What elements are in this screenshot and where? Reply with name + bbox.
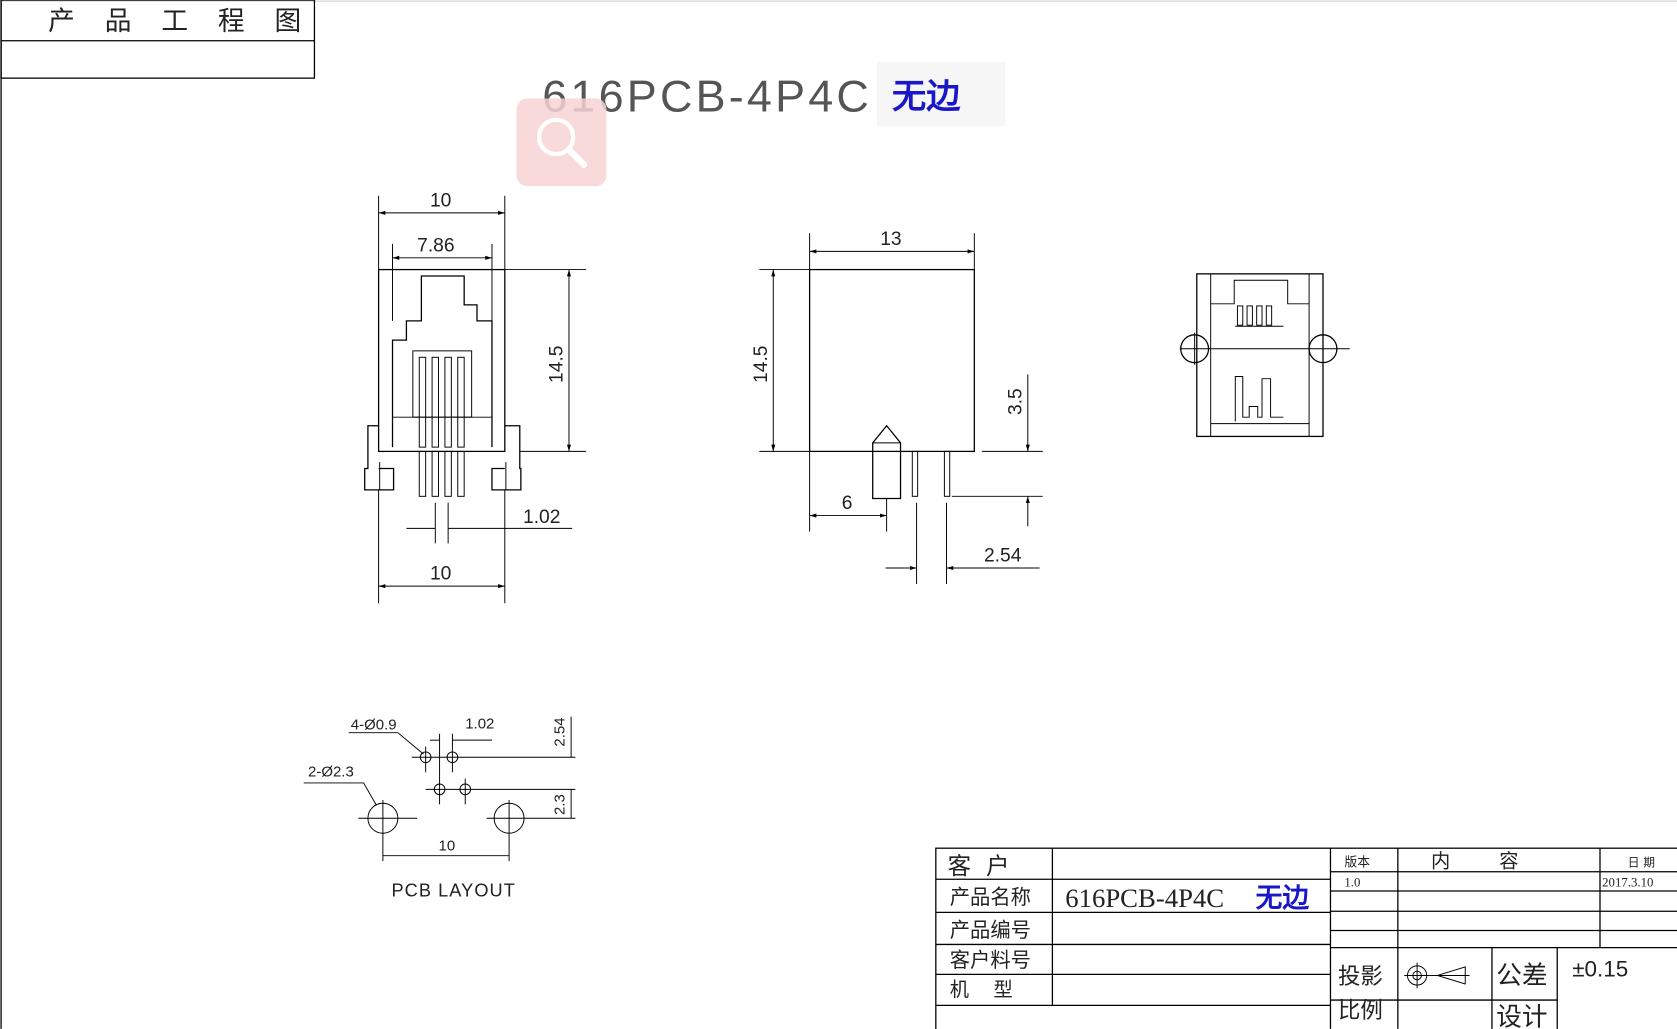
side-view: 13 14.5 3.5 6 2.54 xyxy=(751,229,1043,585)
rear-view xyxy=(1179,273,1350,438)
dim-side-post-offset: 6 xyxy=(842,493,853,514)
search-button[interactable] xyxy=(516,98,607,187)
customer-label: 客 户 xyxy=(948,852,1010,880)
pcb-offset-label: 2.3 xyxy=(552,794,569,815)
content-label: 内 容 xyxy=(1431,849,1518,872)
header-box: 产 品 工 程 图 xyxy=(0,0,316,79)
dim-side-pin-pitch: 2.54 xyxy=(984,546,1022,567)
model-label: 机 型 xyxy=(950,978,1013,1001)
projection-symbol-icon xyxy=(1404,962,1470,989)
pcb-small-holes-label: 4-Ø0.9 xyxy=(351,716,397,733)
header-title: 产 品 工 程 图 xyxy=(48,6,312,37)
product-no-label: 产品编号 xyxy=(950,918,1031,942)
date-label: 日 期 xyxy=(1628,855,1655,869)
tolerance-value: ±0.15 xyxy=(1572,957,1628,982)
dim-front-pin-pitch: 1.02 xyxy=(523,507,560,528)
tolerance-label: 公差 xyxy=(1496,961,1547,991)
dim-front-width-top: 10 xyxy=(430,190,451,211)
pcb-large-holes-label: 2-Ø2.3 xyxy=(308,764,354,781)
projection-label: 投影 xyxy=(1338,964,1383,990)
dim-side-width: 13 xyxy=(880,229,901,250)
magnifier-icon xyxy=(536,117,588,168)
pcb-layout: 4-Ø0.9 1.02 2.54 2-Ø2.3 2.3 10 PCB LAYOU… xyxy=(303,715,576,900)
dim-side-pin-length: 3.5 xyxy=(1005,388,1026,415)
mount-hole-left xyxy=(1180,332,1210,365)
pcb-pitch-label: 1.02 xyxy=(465,715,494,732)
version-value: 1.0 xyxy=(1344,876,1360,890)
version-label: 版本 xyxy=(1344,855,1370,870)
title-table: 客 户 产品名称 616PCB-4P4C 无边 产品编号 客户料号 机 型 版本… xyxy=(935,847,1677,1029)
dim-front-width-bottom: 10 xyxy=(430,564,451,585)
drawing-title-variant: 无边 xyxy=(892,77,961,117)
dim-front-inner-width: 7.86 xyxy=(417,235,454,256)
product-name-model: 616PCB-4P4C xyxy=(1065,883,1224,913)
pcb-row-spacing-label: 2.54 xyxy=(552,717,569,746)
title-highlight xyxy=(877,62,1006,127)
side-post xyxy=(872,424,902,500)
product-name-label: 产品名称 xyxy=(950,885,1031,909)
design-label: 设计 xyxy=(1496,1003,1547,1029)
front-plug-opening xyxy=(391,275,493,448)
date-value: 2017.3.10 xyxy=(1602,876,1653,890)
scale-label: 比例 xyxy=(1338,998,1383,1024)
front-left-peg xyxy=(364,425,395,491)
front-contacts xyxy=(418,356,465,497)
front-body xyxy=(377,268,506,453)
mount-hole-right xyxy=(1308,332,1338,365)
front-right-peg xyxy=(491,425,522,491)
dim-side-height: 14.5 xyxy=(751,345,772,382)
pcb-span-label: 10 xyxy=(439,837,456,854)
dim-front-height: 14.5 xyxy=(547,345,568,382)
customer-part-label: 客户料号 xyxy=(950,948,1031,972)
front-view: 10 7.86 14.5 1.02 10 xyxy=(364,190,587,604)
product-name-variant: 无边 xyxy=(1256,883,1310,914)
pcb-layout-title: PCB LAYOUT xyxy=(391,880,515,900)
side-body xyxy=(808,268,975,453)
